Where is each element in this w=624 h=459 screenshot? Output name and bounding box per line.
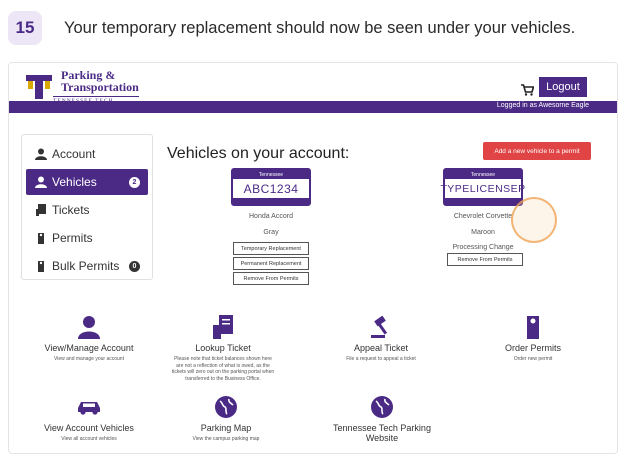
user-icon bbox=[34, 147, 48, 161]
tile-title: View Account Vehicles bbox=[44, 423, 134, 433]
step-number: 15 bbox=[8, 11, 42, 45]
processing-change-status: Processing Change bbox=[452, 244, 514, 251]
vehicle-color: Gray bbox=[263, 229, 279, 236]
permit-tag-icon bbox=[483, 313, 583, 341]
tile-view-account-vehicles[interactable]: View Account Vehicles View all account v… bbox=[39, 393, 139, 443]
plate-number: ABC1234 bbox=[243, 181, 299, 196]
user-icon bbox=[34, 175, 48, 189]
menu-item-bulk-permits[interactable]: Bulk Permits 0 bbox=[26, 253, 148, 279]
license-plate: Tennessee TYPELICENSEP bbox=[440, 168, 526, 206]
temporary-replacement-button[interactable]: Temporary Replacement bbox=[233, 242, 309, 255]
plate-state: Tennessee bbox=[233, 170, 309, 179]
step-text: Your temporary replacement should now be… bbox=[64, 18, 576, 37]
tile-parking-map[interactable]: Parking Map View the campus parking map bbox=[181, 393, 271, 443]
gavel-icon bbox=[331, 313, 431, 341]
tile-title: Parking Map bbox=[200, 423, 252, 433]
menu-item-permits[interactable]: Permits bbox=[26, 225, 148, 251]
menu-label-account: Account bbox=[52, 147, 96, 161]
menu-item-account[interactable]: Account bbox=[26, 141, 148, 167]
menu-item-vehicles[interactable]: Vehicles 2 bbox=[26, 169, 148, 195]
logo-title-line1: Parking & bbox=[61, 68, 116, 82]
menu-label-tickets: Tickets bbox=[52, 203, 90, 217]
tile-appeal-ticket[interactable]: Appeal Ticket File a request to appeal a… bbox=[331, 313, 431, 363]
permit-tag-icon bbox=[34, 231, 48, 245]
tile-lookup-ticket[interactable]: Lookup Ticket Please note that ticket ba… bbox=[171, 313, 275, 382]
tile-title: Lookup Ticket bbox=[195, 343, 251, 353]
menu-label-bulk-permits: Bulk Permits bbox=[52, 259, 120, 273]
page-title: Vehicles on your account: bbox=[167, 145, 350, 162]
step-instruction: 15 Your temporary replacement should now… bbox=[8, 8, 600, 48]
status-bar: Logged in as Awesome Eagle bbox=[9, 101, 617, 113]
logged-in-text: Logged in as Awesome Eagle bbox=[496, 102, 589, 109]
permanent-replacement-button[interactable]: Permanent Replacement bbox=[233, 257, 309, 270]
tech-logo-icon bbox=[25, 73, 53, 101]
ticket-icon bbox=[171, 313, 275, 341]
tile-description: File a request to appeal a ticket bbox=[346, 356, 416, 362]
remove-from-permits-button[interactable]: Remove From Permits bbox=[447, 253, 523, 266]
menu-label-vehicles: Vehicles bbox=[52, 175, 97, 189]
site-header: Parking & Transportation TENNESSEE TECH … bbox=[9, 63, 617, 104]
tile-title: View/Manage Account bbox=[44, 343, 134, 353]
tile-description: Please note that ticket balances shown h… bbox=[171, 356, 275, 382]
tile-view-manage-account[interactable]: View/Manage Account View and manage your… bbox=[39, 313, 139, 363]
logout-button[interactable]: Logout bbox=[539, 77, 587, 97]
globe-icon bbox=[181, 393, 271, 421]
user-icon bbox=[39, 313, 139, 341]
menu-item-tickets[interactable]: Tickets bbox=[26, 197, 148, 223]
plate-state: Tennessee bbox=[445, 170, 521, 179]
account-menu: Account Vehicles 2 Tickets Permits Bul bbox=[21, 134, 153, 280]
globe-icon bbox=[327, 393, 437, 421]
vehicle-model: Chevrolet Corvette bbox=[453, 213, 513, 220]
plate-footer bbox=[233, 198, 309, 204]
tile-tennessee-tech-parking-website[interactable]: Tennessee Tech Parking Website bbox=[327, 393, 437, 443]
add-vehicle-to-permit-button[interactable]: Add a new vehicle to a permit bbox=[483, 142, 591, 160]
tile-description: View and manage your account bbox=[54, 356, 124, 362]
cart-icon[interactable] bbox=[521, 83, 535, 101]
vehicles-count-badge: 2 bbox=[129, 176, 140, 188]
tile-description: View the campus parking map bbox=[192, 436, 260, 442]
vehicle-color: Maroon bbox=[471, 229, 495, 236]
plate-footer bbox=[445, 198, 521, 204]
parking-logo[interactable]: Parking & Transportation TENNESSEE TECH bbox=[25, 69, 139, 104]
tile-title: Order Permits bbox=[504, 343, 561, 353]
click-highlight bbox=[511, 197, 557, 243]
vehicle-model: Honda Accord bbox=[249, 213, 293, 220]
tile-title: Appeal Ticket bbox=[353, 343, 409, 353]
permit-tag-icon bbox=[34, 259, 48, 273]
tile-title: Tennessee Tech Parking Website bbox=[333, 423, 431, 443]
car-icon bbox=[39, 393, 139, 421]
logo-title-line2: Transportation bbox=[61, 80, 139, 94]
menu-label-permits: Permits bbox=[52, 231, 93, 245]
remove-from-permits-button[interactable]: Remove From Permits bbox=[233, 272, 309, 285]
portal-screenshot: Parking & Transportation TENNESSEE TECH … bbox=[8, 62, 618, 454]
license-plate: Tennessee ABC1234 bbox=[231, 168, 311, 206]
ticket-icon bbox=[34, 203, 48, 217]
tile-description: Order new permit bbox=[513, 356, 553, 362]
tile-order-permits[interactable]: Order Permits Order new permit bbox=[483, 313, 583, 363]
plate-number: TYPELICENSEP bbox=[440, 182, 526, 195]
tile-description: View all account vehicles bbox=[61, 436, 117, 442]
bulk-permits-count-badge: 0 bbox=[129, 260, 140, 272]
